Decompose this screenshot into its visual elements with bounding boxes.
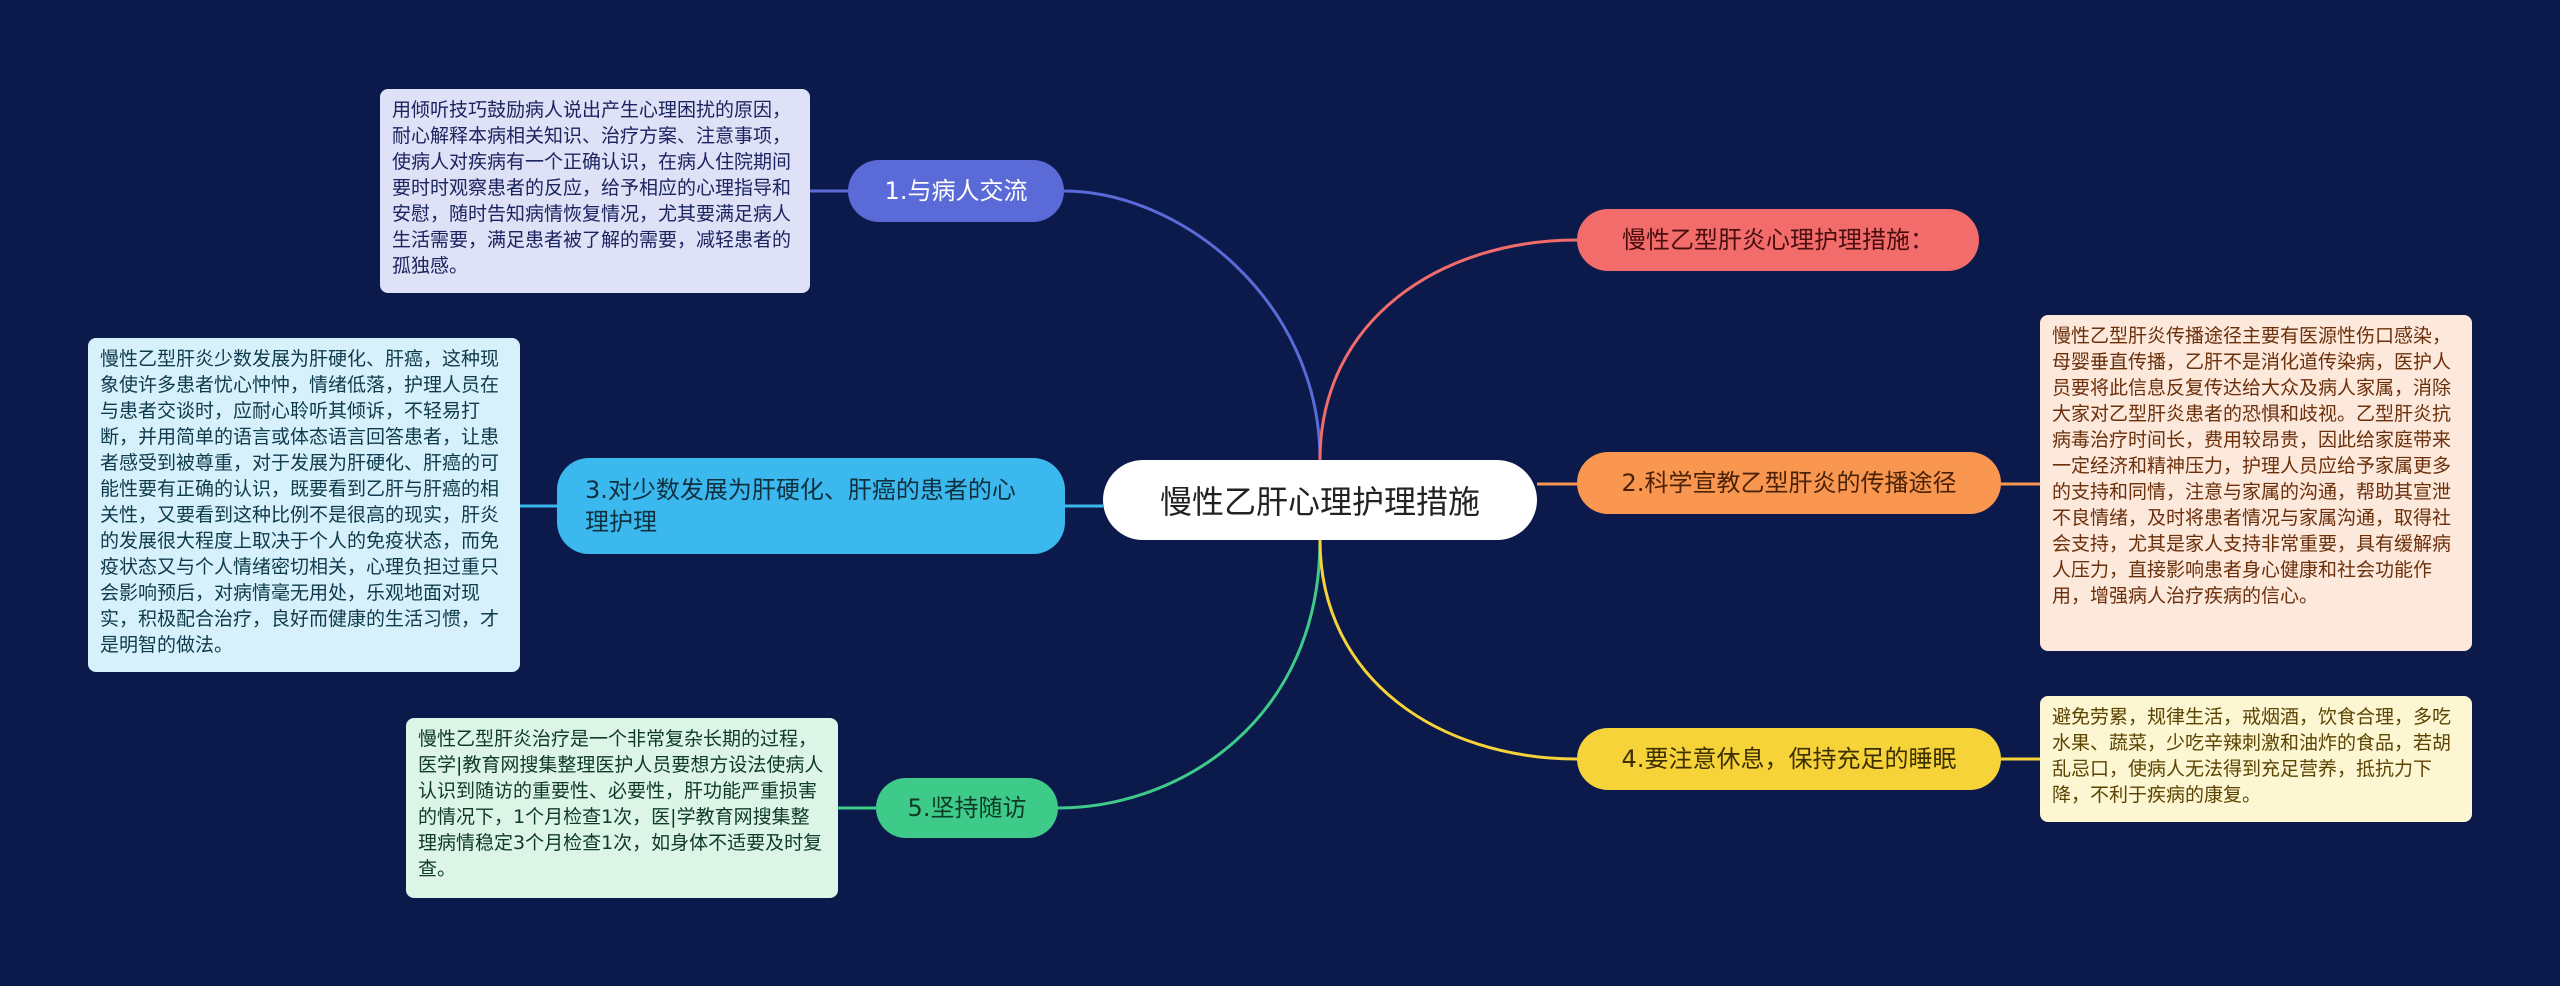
edge-root-r0 [1318,238,1578,461]
topic-follow-up[interactable]: 5.坚持随访 [876,778,1058,838]
detail-follow-up: 慢性乙型肝炎治疗是一个非常复杂长期的过程，医学|教育网搜集整理医护人员要想方设法… [406,718,838,898]
detail-cirrhosis-cancer-care: 慢性乙型肝炎少数发展为肝硬化、肝癌，这种现象使许多患者忧心忡忡，情绪低落，护理人… [88,338,520,672]
topic-transmission-education[interactable]: 2.科学宣教乙型肝炎的传播途径 [1577,452,2001,514]
topic-cirrhosis-cancer-care[interactable]: 3.对少数发展为肝硬化、肝癌的患者的心理护理 [557,458,1065,554]
detail-communicate-with-patient: 用倾听技巧鼓励病人说出产生心理困扰的原因，耐心解释本病相关知识、治疗方案、注意事… [380,89,810,293]
topic-communicate-with-patient[interactable]: 1.与病人交流 [848,160,1064,222]
detail-rest-and-sleep: 避免劳累，规律生活，戒烟酒，饮食合理，多吃水果、蔬菜，少吃辛辣刺激和油炸的食品，… [2040,696,2472,822]
edge-root-r4 [1318,539,1578,761]
edge-root-b1 [1063,189,1322,461]
root-topic[interactable]: 慢性乙肝心理护理措施 [1103,460,1537,540]
topic-rest-and-sleep[interactable]: 4.要注意休息，保持充足的睡眠 [1577,728,2001,790]
topic-measures-heading[interactable]: 慢性乙型肝炎心理护理措施： [1577,209,1979,271]
detail-transmission-education: 慢性乙型肝炎传播途径主要有医源性伤口感染，母婴垂直传播，乙肝不是消化道传染病，医… [2040,315,2472,651]
edge-root-b5 [1057,539,1322,810]
